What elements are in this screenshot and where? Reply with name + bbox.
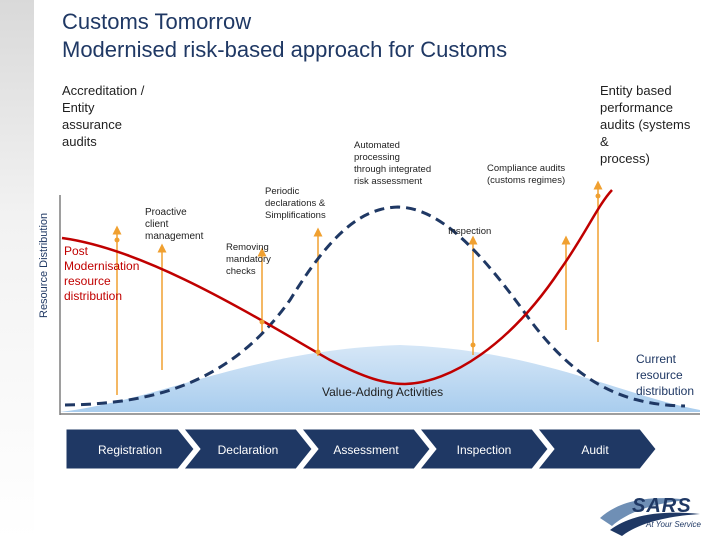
label-line: risk assessment — [354, 176, 423, 187]
label-line: audits — [62, 134, 97, 149]
label-line: client — [145, 219, 169, 230]
label-inspection-upper: Inspection — [448, 226, 492, 237]
label-compliance: Compliance audits (customs regimes) — [487, 163, 565, 187]
marker-dot — [315, 349, 321, 355]
stage-label-declaration: Declaration — [217, 443, 279, 457]
value-adding-hill — [60, 345, 700, 412]
stage-label-audit: Audit — [581, 443, 609, 457]
label-line: audits (systems — [600, 116, 690, 133]
sars-logo-swoosh — [600, 498, 690, 526]
stage-chevron-registration — [65, 428, 195, 470]
label-line: mandatory — [226, 254, 271, 265]
label-line: Entity — [62, 100, 95, 115]
post-modernisation-curve — [61, 189, 613, 386]
label-line: Removing — [226, 242, 269, 253]
stage-chevron-audit — [536, 428, 657, 470]
label-line: Accreditation / — [62, 83, 145, 98]
label-value-adding: Value-Adding Activities — [322, 385, 444, 399]
label-line: declarations & — [265, 198, 326, 209]
label-line: & — [600, 134, 609, 149]
label-proactive: Proactive client management — [145, 207, 203, 243]
label-word: (systems — [638, 117, 691, 132]
stage-label-inspection: Inspection — [456, 443, 512, 457]
marker-dot — [114, 237, 120, 243]
current-distribution-curve — [64, 205, 686, 408]
label-entity-based: Entity based performance audits (systems… — [600, 82, 690, 167]
label-line: assurance — [62, 117, 122, 132]
sars-logo: SARS — [632, 495, 692, 517]
label-line: distribution — [636, 384, 695, 398]
label-line: Periodic — [265, 186, 300, 197]
label-line: management — [145, 231, 204, 242]
stage-chevron-declaration — [182, 428, 313, 470]
left-accent-bar — [0, 0, 34, 540]
label-post-modernisation: Post Modernisation resource distribution — [64, 244, 139, 304]
marker-dot — [595, 193, 601, 199]
sars-logo-tagline: At Your Service — [646, 520, 701, 529]
stage-chevron-assessment — [300, 428, 431, 470]
label-line: Simplifications — [265, 210, 326, 221]
label-line: resource — [636, 368, 683, 382]
title-line-1: Customs Tomorrow — [62, 9, 252, 34]
label-line: resource — [64, 274, 111, 288]
label-line: Automated — [354, 140, 400, 151]
label-line: distribution — [64, 289, 123, 303]
stage-label-assessment: Assessment — [333, 443, 399, 457]
sars-logo-swoosh-2 — [610, 512, 700, 536]
label-automated: Automated processing through integrated … — [354, 140, 431, 188]
label-line: Proactive — [145, 207, 187, 218]
stage-label-registration: Registration — [97, 443, 163, 457]
label-line: Compliance audits — [487, 163, 566, 174]
label-periodic: Periodic declarations & Simplifications — [265, 186, 326, 222]
label-line: Entity based — [600, 83, 672, 98]
label-line: process) — [600, 151, 650, 166]
marker-dot — [470, 342, 476, 348]
label-line: (customs regimes) — [487, 175, 566, 186]
title-line-2: Modernised risk-based approach for Custo… — [62, 37, 508, 62]
stage-chevron-inspection — [418, 428, 549, 470]
label-line: checks — [226, 266, 256, 277]
stage-bar — [65, 428, 657, 470]
label-line: Modernisation — [64, 259, 140, 273]
label-line: processing — [354, 152, 400, 163]
label-line: through integrated — [354, 164, 432, 175]
label-word: audits — [600, 117, 635, 132]
label-current: Current resource distribution — [636, 351, 694, 399]
marker-dot — [259, 319, 265, 325]
label-removing: Removing mandatory checks — [226, 242, 271, 278]
label-line: Post — [64, 244, 89, 258]
label-accreditation: Accreditation / Entity assurance audits — [62, 82, 144, 150]
label-line: Current — [636, 352, 677, 366]
label-line: performance — [600, 100, 673, 115]
